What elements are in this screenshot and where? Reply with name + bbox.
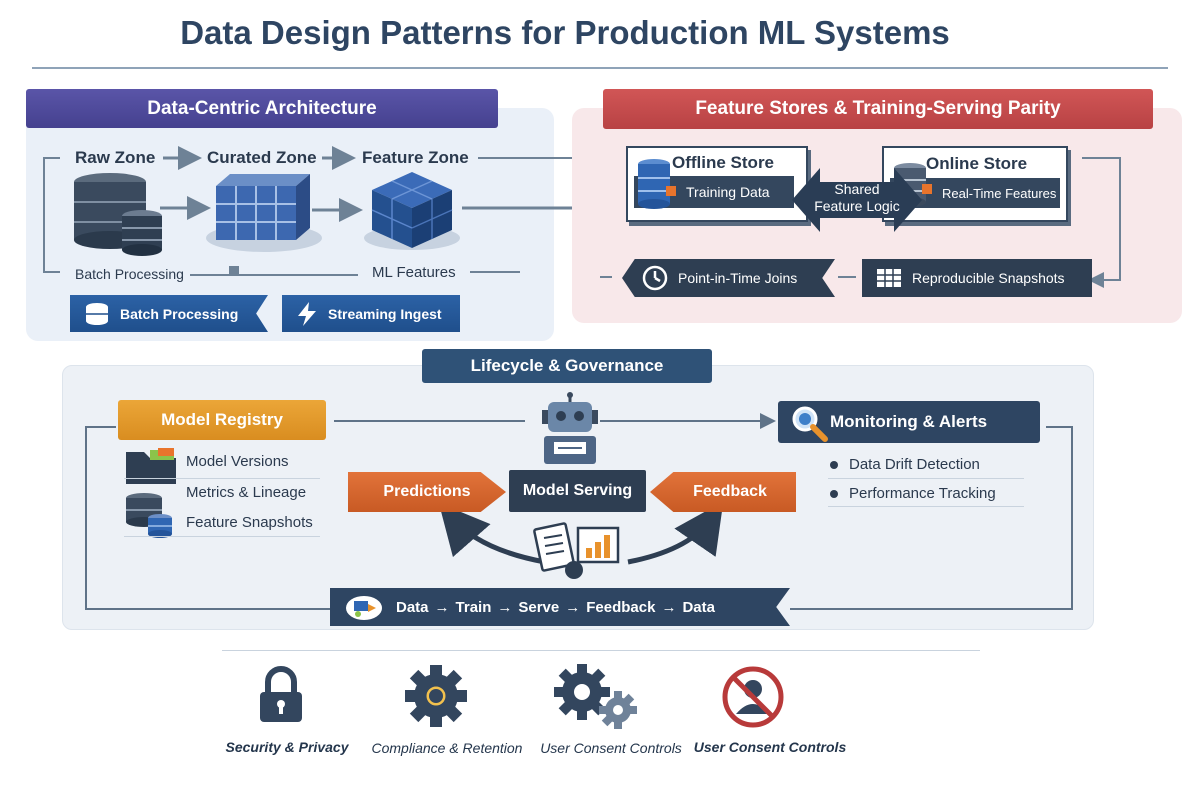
model-serving-box: Model Serving [509, 470, 646, 512]
shared-logic-line2: Feature Logic [814, 198, 900, 214]
clock-icon [642, 265, 668, 291]
shared-logic-line1: Shared [834, 181, 880, 197]
flow-step-feedback: Feedback [586, 598, 656, 616]
database-icon [86, 302, 108, 325]
online-store-label: Online Store [926, 154, 1028, 173]
registry-divider [124, 478, 320, 479]
flow-step-data: Data [396, 598, 429, 616]
table-icon [877, 269, 901, 287]
data-centric-header: Data-Centric Architecture [26, 89, 498, 128]
data-flow-icon [346, 596, 382, 620]
offline-database-icon [638, 159, 676, 209]
batch-processing-label: Batch Processing [75, 266, 184, 282]
streaming-ingest-pill-label: Streaming Ingest [328, 305, 442, 322]
magnifier-icon [792, 406, 828, 442]
lifecycle-header: Lifecycle & Governance [422, 349, 712, 383]
raw-zone-database-icon [74, 173, 162, 256]
feature-zone-label: Feature Zone [362, 148, 469, 167]
point-in-time-joins-label: Point-in-Time Joins [678, 270, 798, 286]
flow-arrow-icon: → [565, 598, 581, 616]
streaming-ingest-button[interactable]: Streaming Ingest [282, 295, 460, 332]
reproducible-snapshots-button[interactable]: Reproducible Snapshots [862, 259, 1092, 297]
compliance-retention-caption: Compliance & Retention [371, 740, 523, 756]
shared-feature-logic-arrow [792, 168, 922, 232]
registry-item-metrics-lineage: Metrics & Lineage [186, 484, 307, 501]
security-privacy-caption: Security & Privacy [225, 739, 349, 755]
flow-arrow-icon: → [497, 598, 513, 616]
curated-zone-cube-grid-icon [206, 174, 322, 252]
batch-processing-button[interactable]: Batch Processing [70, 295, 268, 332]
user-consent-caption-1: User Consent Controls [540, 740, 682, 756]
flow-arrow-icon: → [661, 598, 677, 616]
feature-zone-cube-icon [364, 172, 460, 250]
feedback-arrow: Feedback [650, 472, 796, 512]
flow-step-data-end: Data [682, 598, 715, 616]
flow-arrow-icon: → [434, 598, 450, 616]
raw-zone-label: Raw Zone [75, 148, 156, 167]
folder-icon [126, 448, 176, 484]
no-user-icon [722, 666, 784, 728]
curated-zone-label: Curated Zone [207, 148, 317, 167]
lock-icon [260, 666, 302, 722]
shared-feature-logic-text: Shared Feature Logic [800, 181, 914, 215]
reproducible-snapshots-label: Reproducible Snapshots [912, 270, 1065, 286]
point-in-time-joins-button[interactable]: Point-in-Time Joins [622, 259, 835, 297]
registry-database-icon [126, 493, 172, 538]
registry-divider-bottom [124, 536, 320, 537]
monitoring-divider-bottom [828, 506, 1024, 507]
gear-icon [405, 665, 467, 727]
predictions-arrow: Predictions [348, 472, 506, 512]
lightning-icon [298, 301, 316, 326]
report-chart-icon [533, 522, 620, 579]
monitoring-bullets [830, 461, 838, 498]
monitoring-item-performance: Performance Tracking [849, 485, 996, 502]
registry-item-model-versions: Model Versions [186, 453, 289, 470]
gears-icon [554, 664, 637, 729]
monitoring-item-data-drift: Data Drift Detection [849, 456, 980, 473]
page-title: Data Design Patterns for Production ML S… [180, 14, 950, 51]
user-consent-caption-2: User Consent Controls [693, 739, 847, 755]
lifecycle-flow-steps: Data → Train → Serve → Feedback → Data [396, 596, 715, 618]
offline-store-label: Offline Store [672, 153, 775, 172]
model-registry-header: Model Registry [118, 400, 326, 440]
flow-step-serve: Serve [518, 598, 560, 616]
ml-features-label: ML Features [372, 264, 456, 281]
bottom-divider [222, 650, 980, 651]
robot-icon [542, 392, 598, 464]
lifecycle-flow-bar [330, 588, 790, 626]
feature-stores-header: Feature Stores & Training-Serving Parity [603, 89, 1153, 129]
monitoring-divider [828, 478, 1024, 479]
batch-processing-pill-label: Batch Processing [120, 305, 239, 322]
title-divider [32, 67, 1168, 69]
flow-step-train: Train [455, 598, 492, 616]
registry-item-feature-snapshots: Feature Snapshots [186, 514, 313, 531]
